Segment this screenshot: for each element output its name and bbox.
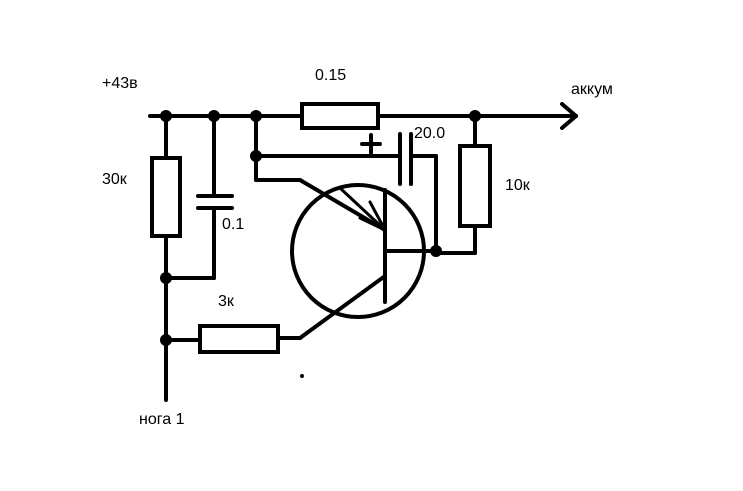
pin-label: нога 1 [139, 411, 185, 428]
capacitor-20-0 [360, 132, 438, 253]
resistor-30k [150, 156, 182, 238]
capacitor-small-label: 0.1 [222, 216, 244, 233]
emitter-wire [254, 114, 402, 182]
resistor-3k [198, 324, 280, 354]
capacitor-large-label: 20.0 [414, 125, 445, 142]
transistor-internals [298, 178, 438, 340]
resistor-10k [458, 144, 492, 228]
resistor-top-label: 0.15 [315, 67, 346, 84]
arrow-right-icon [560, 102, 578, 130]
resistor-0-15 [300, 102, 380, 130]
left-branch [164, 114, 216, 402]
resistor-right-label: 10к [505, 177, 531, 194]
resistor-left-label: 30к [102, 171, 128, 188]
resistor-base-label: 3к [218, 293, 235, 310]
supply-label: +43в [102, 75, 138, 92]
output-label: аккум [571, 81, 613, 98]
junction-dots [160, 110, 481, 378]
capacitor-0-1 [196, 114, 234, 280]
